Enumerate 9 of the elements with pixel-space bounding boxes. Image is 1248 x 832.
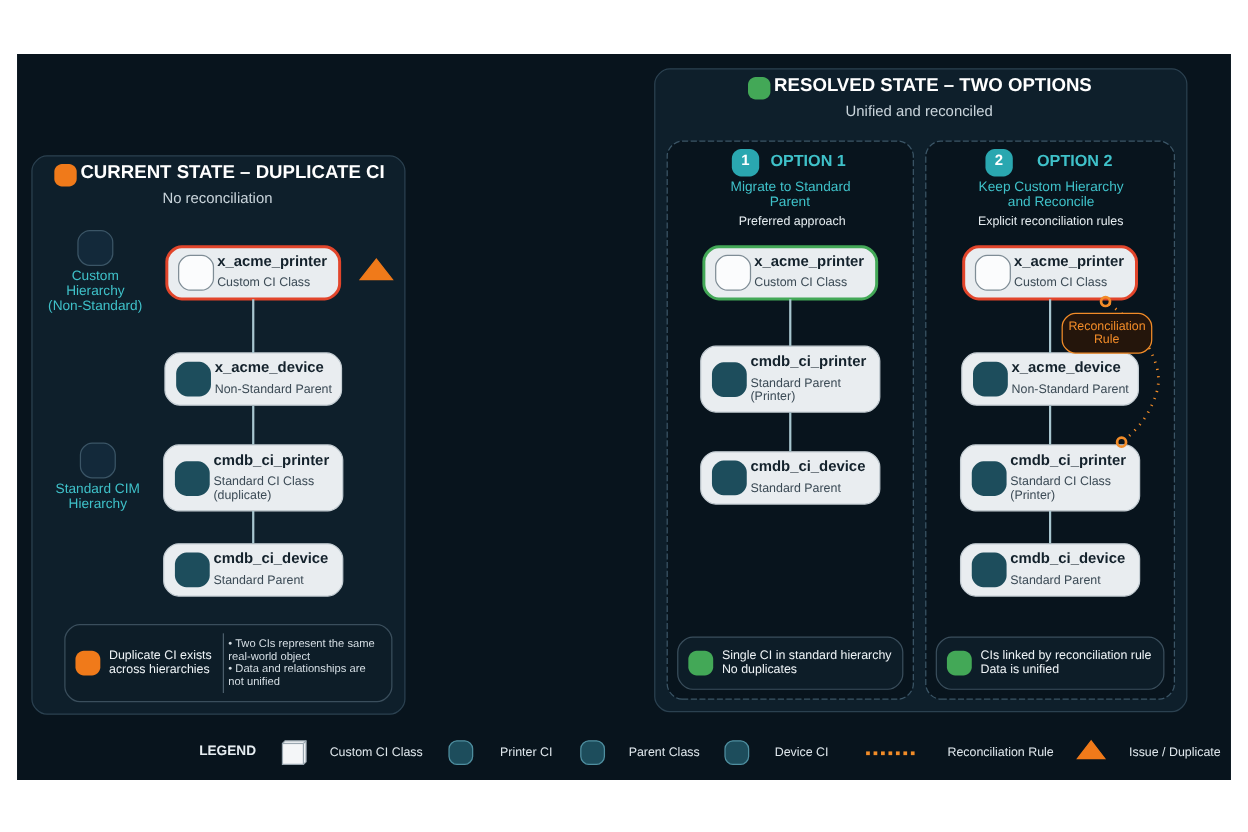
- connector: [789, 411, 792, 451]
- connector: [252, 509, 255, 543]
- connector: [252, 404, 255, 444]
- connector: [1048, 404, 1052, 444]
- connector: [1048, 298, 1052, 352]
- connector: [789, 298, 792, 345]
- connector: [1099, 294, 1160, 447]
- connector: [1048, 509, 1052, 543]
- connector: [252, 298, 255, 352]
